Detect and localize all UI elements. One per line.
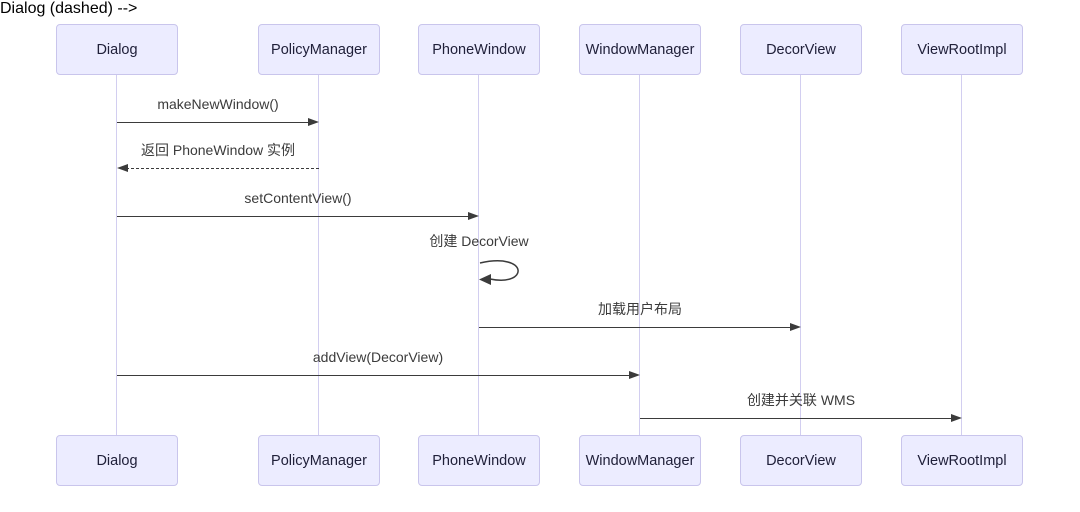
actor-label: PolicyManager [271,41,367,58]
message-line-add-view [117,375,631,376]
actor-windowmanager-bottom: WindowManager [579,435,701,486]
message-label-make-new-window: makeNewWindow() [157,96,279,112]
arrowhead-icon [308,118,319,126]
actor-label: Dialog [96,41,138,58]
actor-label: PhoneWindow [432,41,526,58]
message-label-add-view: addView(DecorView) [312,349,444,365]
actor-label: ViewRootImpl [917,41,1007,58]
actor-phonewindow-bottom: PhoneWindow [418,435,540,486]
actor-phonewindow-top: PhoneWindow [418,24,540,75]
message-line-return-phonewindow [126,168,319,169]
actor-label: WindowManager [585,452,695,469]
self-loop-arrow-icon [479,260,519,285]
arrowhead-icon [951,414,962,422]
actor-policymanager-bottom: PolicyManager [258,435,380,486]
message-label-return-phonewindow: 返回 PhoneWindow 实例 [140,142,296,158]
message-label-create-link-wms: 创建并关联 WMS [746,392,856,408]
arrowhead-icon [629,371,640,379]
actor-viewrootimpl-top: ViewRootImpl [901,24,1023,75]
message-line-create-link-wms [640,418,953,419]
actor-label: ViewRootImpl [917,452,1007,469]
lifeline-phonewindow [478,75,479,435]
lifeline-policymanager [318,75,319,435]
lifeline-viewrootimpl [961,75,962,435]
actor-decorview-bottom: DecorView [740,435,862,486]
actor-dialog-top: Dialog [56,24,178,75]
arrowhead-icon [790,323,801,331]
lifeline-dialog [116,75,117,435]
lifeline-decorview [800,75,801,435]
actor-label: Dialog [96,452,138,469]
actor-label: DecorView [766,41,836,58]
arrowhead-icon [117,164,128,172]
message-line-set-content-view [117,216,470,217]
actor-label: WindowManager [585,41,695,58]
message-label-load-user-layout: 加载用户布局 [598,301,682,317]
message-line-load-user-layout [479,327,792,328]
actor-dialog-bottom: Dialog [56,435,178,486]
actor-windowmanager-top: WindowManager [579,24,701,75]
lifeline-windowmanager [639,75,640,435]
message-label-create-decorview: 创建 DecorView [429,233,529,249]
arrowhead-icon [468,212,479,220]
actor-label: PolicyManager [271,452,367,469]
actor-decorview-top: DecorView [740,24,862,75]
actor-label: DecorView [766,452,836,469]
actor-viewrootimpl-bottom: ViewRootImpl [901,435,1023,486]
message-line-make-new-window [117,122,310,123]
message-label-set-content-view: setContentView() [244,190,352,206]
actor-policymanager-top: PolicyManager [258,24,380,75]
actor-label: PhoneWindow [432,452,526,469]
